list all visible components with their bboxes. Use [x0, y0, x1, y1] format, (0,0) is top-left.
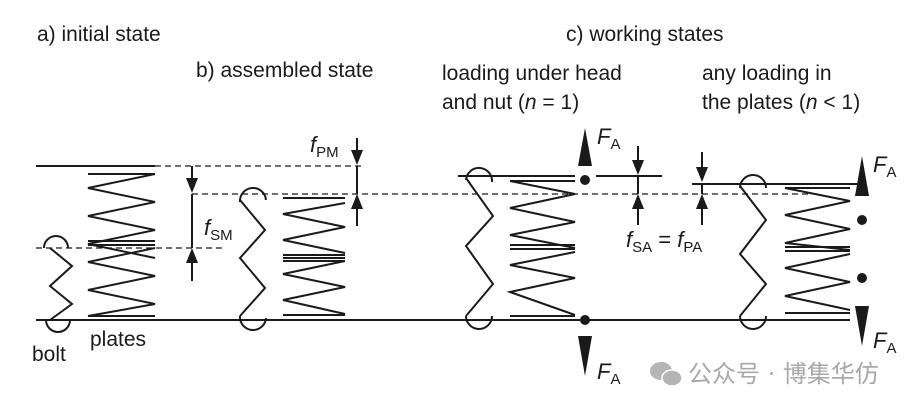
heading-case2-line2: the plates (n < 1) [702, 91, 861, 114]
ws2-load-point-upper [857, 215, 867, 225]
heading-case1-line2: and nut (n = 1) [442, 91, 580, 114]
ws2-bolt-head-arc [739, 174, 767, 189]
fpm-arrow-down [351, 150, 363, 165]
assembled-bolt-head-arc [238, 187, 267, 203]
fsa-arrow-up [632, 194, 644, 209]
ws2-bolt-spring [738, 185, 768, 317]
ws1-load-point-top [580, 175, 590, 185]
ws1-bolt-head-arc [465, 167, 494, 183]
label-bolt: bolt [32, 343, 66, 366]
working-state-1-group [458, 128, 592, 376]
bolt-nut-arc [45, 319, 71, 333]
assembled-state-group [238, 187, 346, 331]
heading-assembled-state: b) assembled state [196, 59, 374, 82]
wechat-icon [650, 362, 683, 387]
working-state-2-group [738, 156, 869, 346]
ws2-force-arrow-up [855, 156, 869, 196]
ws1-load-point-bottom [580, 315, 590, 325]
heading-working-states: c) working states [566, 23, 724, 46]
assembled-plates-spring-upper [282, 202, 346, 254]
initial-state-group [36, 165, 365, 333]
ws1-force-arrow-down [578, 336, 592, 376]
watermark-text: 公众号 · 博集华仿 [688, 360, 879, 388]
bolt-head-arc [43, 235, 69, 249]
bolt-spring [48, 247, 74, 321]
symbol-fsa-equals-fpa: fSA = fPA [626, 227, 703, 256]
fpm-dimension [351, 138, 363, 226]
ws1-bolt-nut-arc [465, 315, 493, 330]
ws1-bolt-spring [464, 177, 495, 317]
ws2-load-point-lower [857, 273, 867, 283]
fsm-arrow-up [186, 248, 198, 263]
symbol-fpm: fPM [310, 132, 339, 161]
label-plates: plates [90, 328, 147, 351]
ws2-bolt-nut-arc [739, 315, 767, 330]
fpm-arrow-up [351, 194, 363, 209]
fpa-arrow-down [696, 167, 708, 182]
ws2-plates-spring-lower [784, 253, 851, 311]
ws1-force-arrow-up [578, 128, 592, 166]
ws1-plates-spring-lower [506, 251, 576, 316]
assembled-bolt-nut-arc [238, 315, 267, 331]
symbol-fsm: fSM [204, 215, 233, 244]
ws2-force-arrow-down [855, 306, 869, 346]
heading-initial-state: a) initial state [37, 23, 161, 46]
symbol-fa-ws2-bottom: FA [873, 328, 897, 357]
ws1-plates-spring-upper [509, 180, 576, 249]
symbol-fa-ws1-top: FA [597, 124, 621, 153]
symbol-fa-ws2-top: FA [873, 152, 897, 181]
fsa-dimension [596, 146, 662, 225]
fpa-arrow-up [696, 194, 708, 209]
ws2-plates-spring-upper [784, 187, 851, 251]
fsm-arrow-down [186, 178, 198, 193]
assembled-bolt-spring [238, 199, 267, 317]
heading-case2-line1: any loading in [702, 62, 832, 85]
symbol-fa-ws1-bottom: FA [597, 359, 621, 388]
plates-spring-lower [87, 247, 156, 317]
fsa-arrow-down [632, 160, 644, 175]
heading-case1-line1: loading under head [442, 62, 622, 85]
fsm-dimension [186, 166, 198, 281]
fpa-dimension [692, 152, 860, 225]
assembled-plates-spring-lower [282, 260, 346, 315]
